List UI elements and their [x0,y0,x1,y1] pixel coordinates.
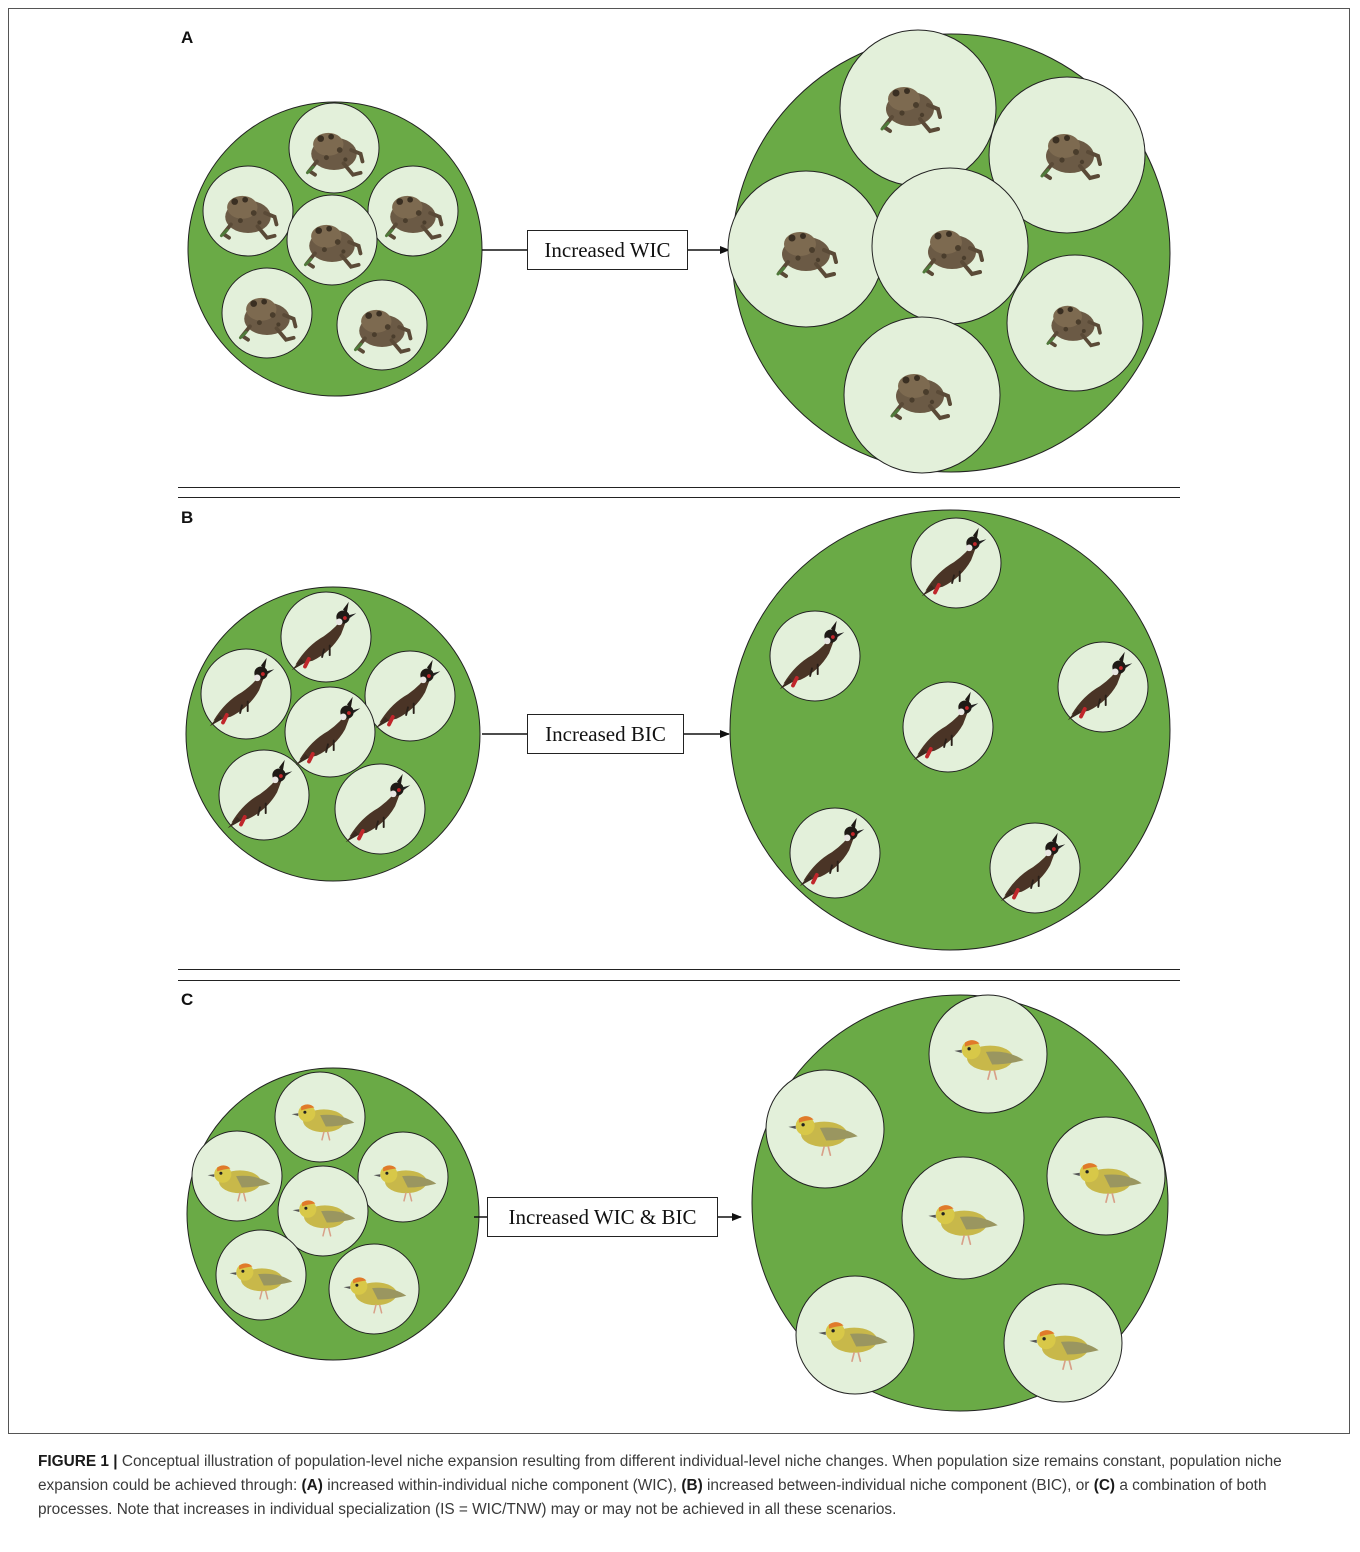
caption-ref-a: (A) [302,1477,323,1494]
caption-text-b: increased between-individual niche compo… [703,1477,1094,1494]
transition-label-wic-bic: Increased WIC & BIC [487,1197,718,1237]
caption-text-a: increased within-individual niche compon… [323,1477,681,1494]
caption-ref-b: (B) [681,1477,702,1494]
caption-figure-label: FIGURE 1 | [38,1453,118,1470]
transition-label-bic: Increased BIC [527,714,684,754]
figure-caption: FIGURE 1 | Conceptual illustration of po… [38,1450,1328,1522]
caption-ref-c: (C) [1094,1477,1115,1494]
transition-label-wic: Increased WIC [527,230,688,270]
